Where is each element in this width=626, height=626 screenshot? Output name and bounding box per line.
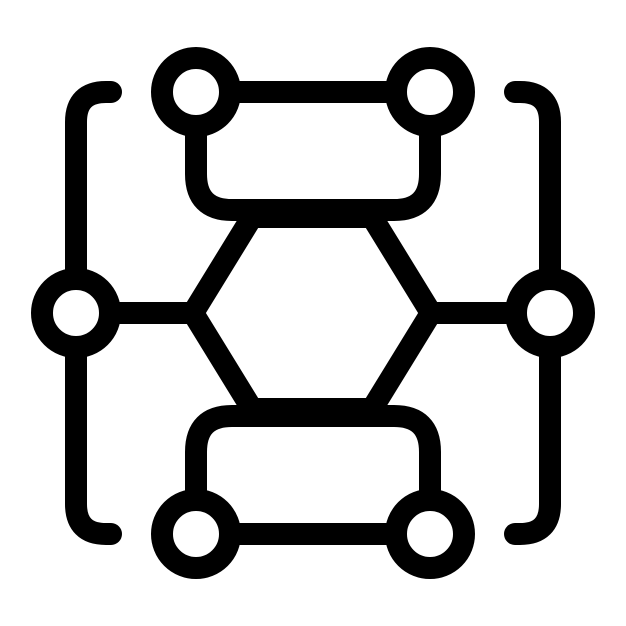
left-bracket-top: [65, 81, 122, 287]
node-circle-top-left: [151, 47, 241, 137]
node-circle-right: [505, 268, 595, 358]
right-bracket-top: [504, 81, 561, 287]
node-circle-left: [31, 268, 121, 358]
bottom-rounded-box: [185, 405, 441, 507]
node-circle-top-right: [385, 47, 475, 137]
central-hexagon-shape: [182, 206, 442, 420]
left-bracket-bottom: [65, 339, 122, 545]
right-bracket-bottom: [504, 339, 561, 545]
top-rounded-box: [185, 119, 441, 221]
icon-stroke-group: [31, 47, 595, 579]
node-circle-bottom-left: [151, 489, 241, 579]
node-circle-bottom-right: [385, 489, 475, 579]
